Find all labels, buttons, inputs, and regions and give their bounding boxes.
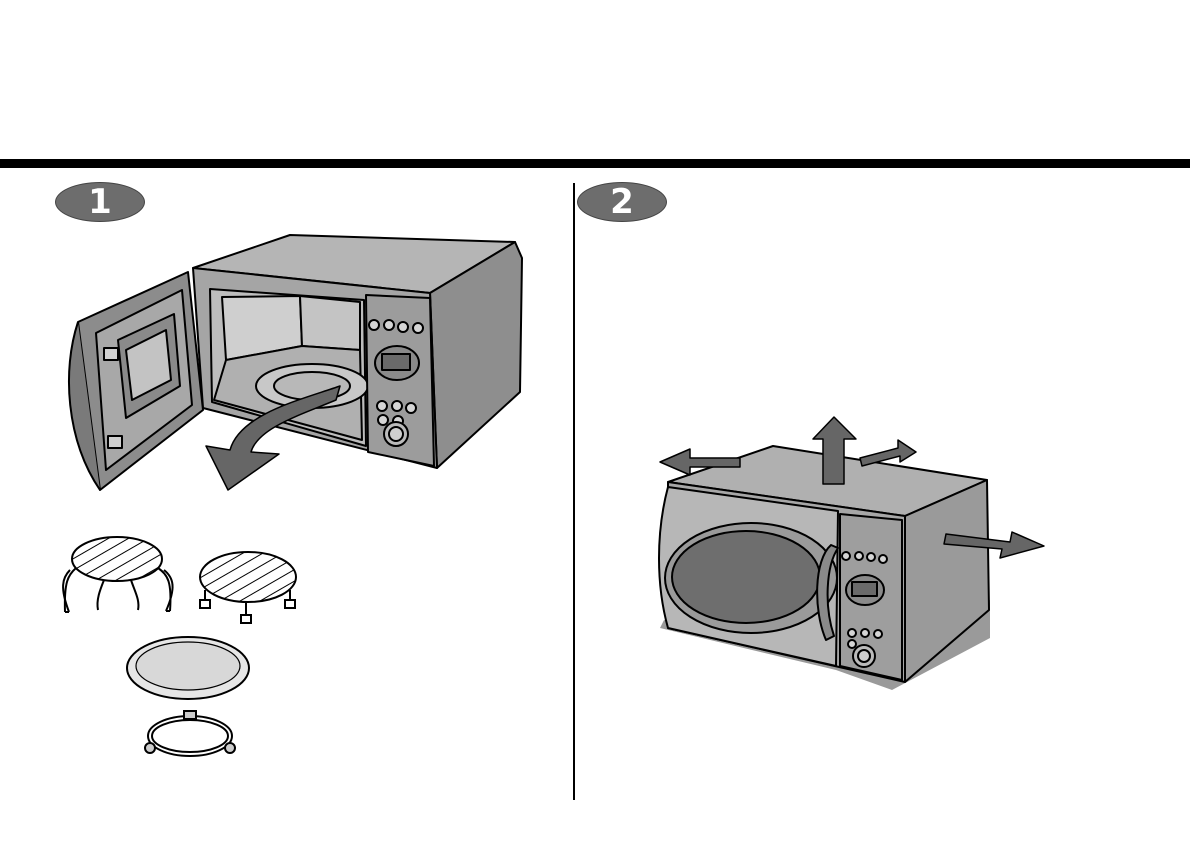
microwave-open-illustration <box>69 235 522 490</box>
low-rack <box>200 552 296 623</box>
roller-ring <box>145 711 235 756</box>
glass-tray <box>127 637 249 699</box>
clearance-arrow-back <box>860 440 916 466</box>
high-rack <box>63 537 172 612</box>
